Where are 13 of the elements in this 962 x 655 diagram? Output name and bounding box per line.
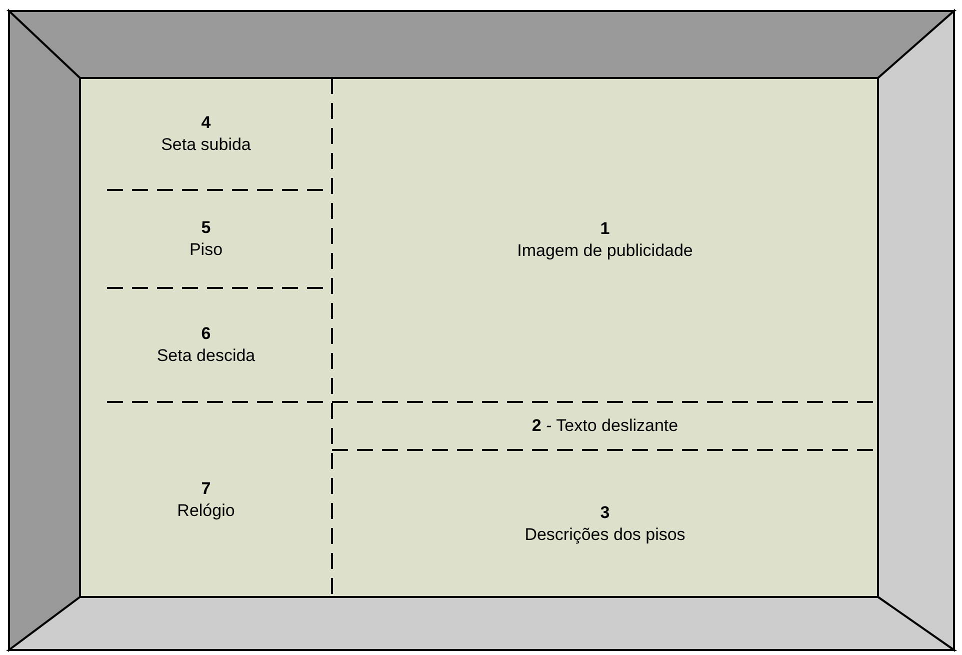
region-number: 4 — [201, 112, 211, 134]
region-label: Imagem de publicidade — [517, 240, 693, 262]
region-label: 2 - Texto deslizante — [532, 415, 678, 437]
region-number: 5 — [201, 217, 211, 239]
region-label: Piso — [189, 239, 223, 261]
region-number: 1 — [600, 218, 610, 240]
region-label: Seta descida — [156, 345, 256, 367]
region-number: 3 — [600, 502, 610, 524]
region-label: Seta subida — [161, 134, 251, 156]
region-label: Descrições dos pisos — [524, 524, 686, 546]
region-number: 6 — [201, 323, 211, 345]
region-number: 7 — [201, 478, 211, 500]
region-label: Relógio — [177, 500, 235, 522]
